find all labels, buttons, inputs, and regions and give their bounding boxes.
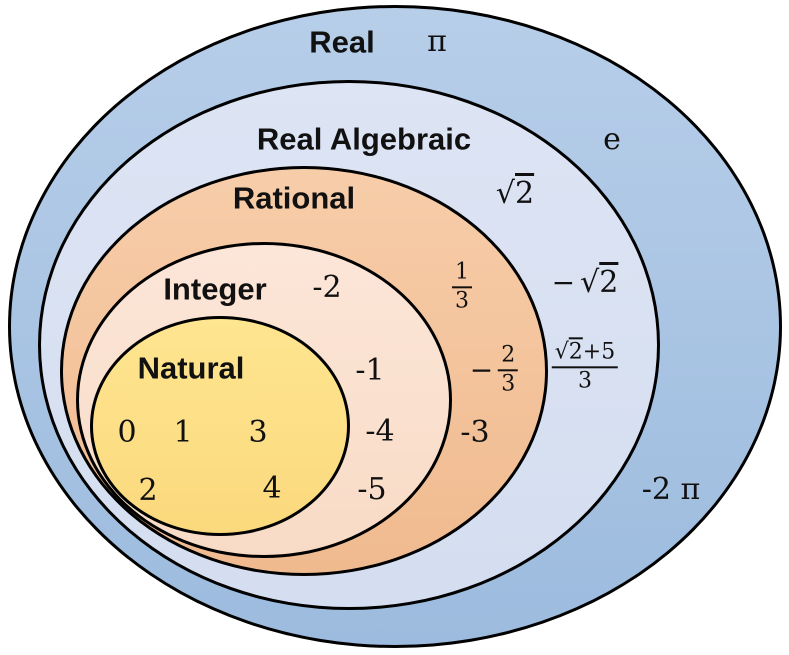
radical-sign: √: [580, 265, 600, 300]
example-sqrt2: √2: [496, 179, 534, 209]
example-neg1: -1: [355, 353, 385, 388]
example-neg2: -2: [312, 270, 342, 305]
example-pi: π: [427, 24, 447, 59]
example-zero: 0: [117, 415, 137, 450]
numerator-suffix: +5: [582, 339, 616, 365]
radicand: 2: [515, 176, 535, 211]
fraction-numerator: √2+5: [551, 339, 619, 369]
example-neg3: -3: [460, 415, 490, 450]
real-algebraic-set-label: Real Algebraic: [256, 121, 472, 157]
minus-sign: −: [469, 353, 494, 386]
natural-set-ellipse: [90, 316, 350, 536]
real-set-label: Real: [309, 24, 375, 60]
example-neg-two-pi: -2 π: [641, 472, 701, 507]
example-three: 3: [248, 415, 268, 450]
example-four: 4: [262, 471, 282, 506]
natural-set-label: Natural: [137, 350, 245, 386]
example-neg-sqrt2: −√2: [552, 268, 619, 298]
integer-set-label: Integer: [163, 271, 267, 307]
example-neg4: -4: [365, 414, 395, 449]
radical-sign: √: [495, 176, 516, 211]
radicand: 2: [568, 339, 583, 365]
example-neg-two-thirds: − 2 3: [469, 343, 519, 397]
fraction-denominator: 3: [455, 288, 469, 314]
example-e: e: [603, 122, 621, 157]
example-sqrt2-plus-5-over-3: √2+5 3: [551, 339, 619, 394]
fraction: 2 3: [498, 343, 519, 397]
radicand: 2: [599, 265, 619, 300]
rational-set-label: Rational: [232, 180, 356, 216]
fraction-numerator: 2: [498, 343, 519, 372]
fraction-numerator: 1: [452, 260, 472, 289]
example-two: 2: [138, 473, 158, 508]
minus-sign: −: [551, 266, 576, 299]
example-one: 1: [173, 415, 193, 450]
radical-group: √2: [580, 268, 618, 298]
fraction-denominator: 3: [501, 371, 516, 397]
example-one-third: 1 3: [452, 260, 472, 313]
example-neg5: -5: [357, 472, 387, 507]
radical-sign: √: [554, 339, 569, 365]
fraction-denominator: 3: [578, 368, 592, 394]
